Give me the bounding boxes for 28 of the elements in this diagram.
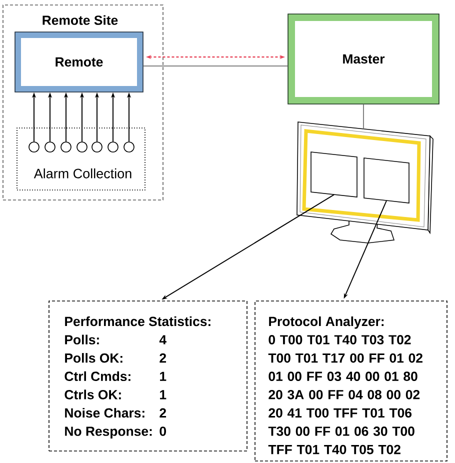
- stat-label: Polls:: [65, 334, 99, 344]
- input-circle: [76, 142, 88, 152]
- panel-heading: Performance Statistics:: [65, 316, 210, 326]
- input-circle: [108, 142, 118, 152]
- screen-window: [310, 152, 358, 198]
- stat-value: 2: [160, 408, 166, 418]
- stat-label: Polls OK:: [65, 353, 122, 363]
- input-circle: [124, 142, 134, 152]
- stat-label: Noise Chars:: [65, 408, 144, 418]
- device-box: Master: [288, 14, 440, 104]
- group-heading: Remote Site: [42, 15, 118, 25]
- screen-window: [364, 158, 410, 204]
- stat-label: Ctrls OK:: [64, 390, 121, 400]
- stat-value: 4: [159, 335, 166, 344]
- group-label: Alarm Collection: [34, 168, 132, 178]
- stat-value: 0: [160, 426, 166, 436]
- connector-line: [363, 104, 364, 130]
- data-panel: Protocol Analyzer: 0 T00 T01 T40 T03 T02 T00 T01 T17 00 FF 01 02 01 00 FF 03 40 00 01 80 20 3A 00 FF 04 08 00 02 20 41 T00 TFF T01 T06 T30 00 FF 01 06 30 T00 TFF T01 T40 T05 T02: [254, 300, 448, 462]
- device-box: Remote: [14, 32, 144, 92]
- stat-label: Ctrl Cmds:: [64, 371, 130, 382]
- input-circle: [28, 142, 40, 152]
- input-circle: [92, 142, 102, 152]
- stat-label: No Response:: [65, 426, 152, 439]
- stat-value: 1: [160, 390, 166, 400]
- stat-value: 1: [160, 372, 166, 381]
- input-circle: [60, 142, 72, 152]
- stat-value: 2: [160, 353, 166, 363]
- input-circle: [44, 142, 56, 152]
